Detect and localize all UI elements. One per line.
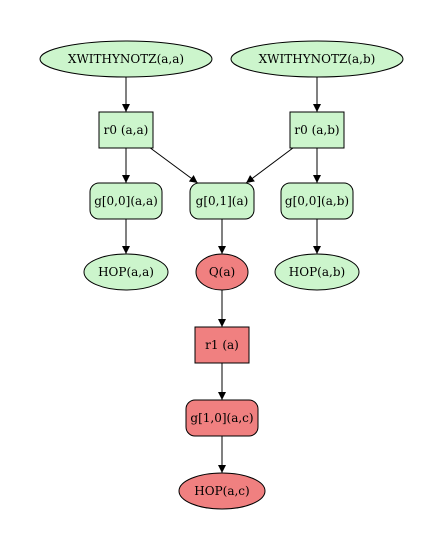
node-g10_ac: g[1,0](a,c) bbox=[185, 399, 259, 437]
node-label: r0 (a,b) bbox=[294, 123, 339, 137]
node-r1_a: r1 (a) bbox=[194, 326, 250, 364]
node-rounded-box bbox=[89, 182, 163, 220]
node-box bbox=[194, 326, 250, 364]
node-label: Q(a) bbox=[209, 265, 235, 279]
node-g00_ab: g[0,0](a,b) bbox=[280, 182, 354, 220]
edge-r0_aa-to-g01_a bbox=[150, 147, 198, 184]
node-hop_ac: HOP(a,c) bbox=[178, 472, 266, 510]
node-hop_aa: HOP(a,a) bbox=[83, 253, 169, 291]
node-hop_ab: HOP(a,b) bbox=[274, 253, 360, 291]
node-g00_aa: g[0,0](a,a) bbox=[89, 182, 163, 220]
node-r0_aa: r0 (a,a) bbox=[98, 111, 154, 149]
node-label: r1 (a) bbox=[205, 338, 239, 352]
node-label: HOP(a,c) bbox=[194, 484, 249, 498]
edges bbox=[122, 77, 321, 473]
node-xw_aa: XWITHYNOTZ(a,a) bbox=[39, 40, 213, 78]
node-ellipse bbox=[83, 253, 169, 291]
node-r0_ab: r0 (a,b) bbox=[289, 111, 345, 149]
node-rounded-box bbox=[185, 399, 259, 437]
node-ellipse bbox=[39, 40, 213, 78]
node-ellipse bbox=[195, 253, 249, 291]
node-box bbox=[289, 111, 345, 149]
node-box bbox=[98, 111, 154, 149]
node-g01_a: g[0,1](a) bbox=[189, 182, 255, 220]
edge-r0_ab-to-g01_a bbox=[245, 147, 294, 184]
node-ellipse bbox=[230, 40, 404, 78]
node-label: XWITHYNOTZ(a,a) bbox=[68, 52, 184, 66]
node-label: g[1,0](a,c) bbox=[190, 411, 253, 425]
node-xw_ab: XWITHYNOTZ(a,b) bbox=[230, 40, 404, 78]
node-q_a: Q(a) bbox=[195, 253, 249, 291]
node-label: g[0,1](a) bbox=[196, 194, 249, 208]
nodes: XWITHYNOTZ(a,a) XWITHYNOTZ(a,b) r0 (a,a) r0… bbox=[39, 40, 404, 510]
node-ellipse bbox=[274, 253, 360, 291]
node-label: HOP(a,a) bbox=[98, 265, 154, 279]
node-rounded-box bbox=[189, 182, 255, 220]
node-label: g[0,0](a,b) bbox=[285, 194, 349, 208]
node-label: HOP(a,b) bbox=[289, 265, 345, 279]
node-label: r0 (a,a) bbox=[104, 123, 149, 137]
node-label: g[0,0](a,a) bbox=[94, 194, 158, 208]
node-rounded-box bbox=[280, 182, 354, 220]
node-label: XWITHYNOTZ(a,b) bbox=[259, 52, 376, 66]
node-ellipse bbox=[178, 472, 266, 510]
